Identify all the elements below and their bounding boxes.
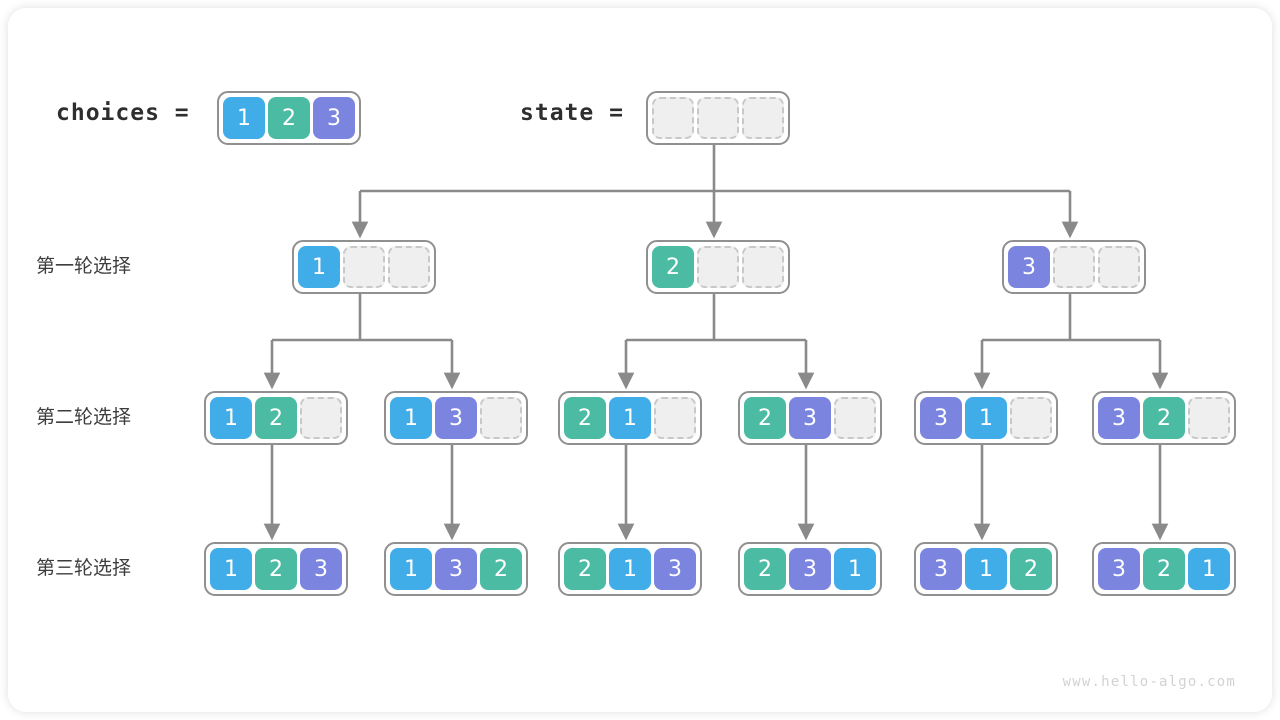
state-cell: 1 [390,548,432,590]
state-cell-empty [1188,397,1230,439]
state-cell: 3 [654,548,696,590]
state-cell: 1 [965,548,1007,590]
watermark: www.hello-algo.com [1062,674,1236,690]
state-cell: 2 [255,397,297,439]
diagram-stage: choices = 1 2 3 state = 第一轮选择 第二轮选择 第三轮选… [8,8,1272,712]
row-label-round-2: 第二轮选择 [36,406,132,428]
state-cell: 2 [564,548,606,590]
state-cell: 1 [390,397,432,439]
level1-node: 2 [646,240,790,294]
state-cell: 1 [210,548,252,590]
state-cell: 3 [920,548,962,590]
state-cell: 2 [255,548,297,590]
diagram-card: choices = 1 2 3 state = 第一轮选择 第二轮选择 第三轮选… [8,8,1272,712]
choices-cell: 1 [223,97,265,139]
state-cell: 3 [920,397,962,439]
state-cell: 2 [652,246,694,288]
level1-node: 1 [292,240,436,294]
state-cell: 3 [435,548,477,590]
tree-connectors [263,139,1169,541]
level2-node: 2 1 [558,391,702,445]
level1-node: 3 [1002,240,1146,294]
state-cell: 2 [1143,397,1185,439]
state-cell-empty [480,397,522,439]
state-cell: 1 [834,548,876,590]
state-cell: 3 [300,548,342,590]
choices-label: choices = [56,100,190,126]
state-cell-empty [1053,246,1095,288]
state-cell: 1 [609,397,651,439]
state-cell-empty [1010,397,1052,439]
state-cell: 2 [480,548,522,590]
state-cell-empty [652,97,694,139]
state-cell-empty [742,97,784,139]
level2-node: 1 3 [384,391,528,445]
row-label-round-3: 第三轮选择 [36,557,132,579]
state-cell: 1 [965,397,1007,439]
state-cell: 1 [1188,548,1230,590]
state-cell-empty [697,246,739,288]
choices-cell: 2 [268,97,310,139]
state-cell-empty [388,246,430,288]
state-cell-empty [834,397,876,439]
state-cell: 1 [210,397,252,439]
state-cell-empty [343,246,385,288]
state-cell-empty [697,97,739,139]
level2-node: 1 2 [204,391,348,445]
choices-array: 1 2 3 [217,91,361,145]
state-cell: 3 [1098,397,1140,439]
level3-node: 2 1 3 [558,542,702,596]
state-cell-empty [654,397,696,439]
state-cell: 2 [1010,548,1052,590]
row-label-round-1: 第一轮选择 [36,255,132,277]
level2-node: 3 1 [914,391,1058,445]
level2-node: 2 3 [738,391,882,445]
level3-node: 1 2 3 [204,542,348,596]
state-cell: 3 [1008,246,1050,288]
state-array [646,91,790,145]
state-cell: 3 [435,397,477,439]
state-cell: 2 [564,397,606,439]
state-cell: 2 [1143,548,1185,590]
choices-cell: 3 [313,97,355,139]
state-label: state = [520,100,624,126]
level3-node: 3 1 2 [914,542,1058,596]
state-cell: 3 [1098,548,1140,590]
state-cell: 2 [744,397,786,439]
level3-node: 1 3 2 [384,542,528,596]
level3-node: 3 2 1 [1092,542,1236,596]
state-cell: 3 [789,548,831,590]
state-cell: 1 [298,246,340,288]
state-cell: 3 [789,397,831,439]
level2-node: 3 2 [1092,391,1236,445]
state-cell: 1 [609,548,651,590]
state-cell-empty [1098,246,1140,288]
level3-node: 2 3 1 [738,542,882,596]
state-cell: 2 [744,548,786,590]
state-cell-empty [742,246,784,288]
state-cell-empty [300,397,342,439]
